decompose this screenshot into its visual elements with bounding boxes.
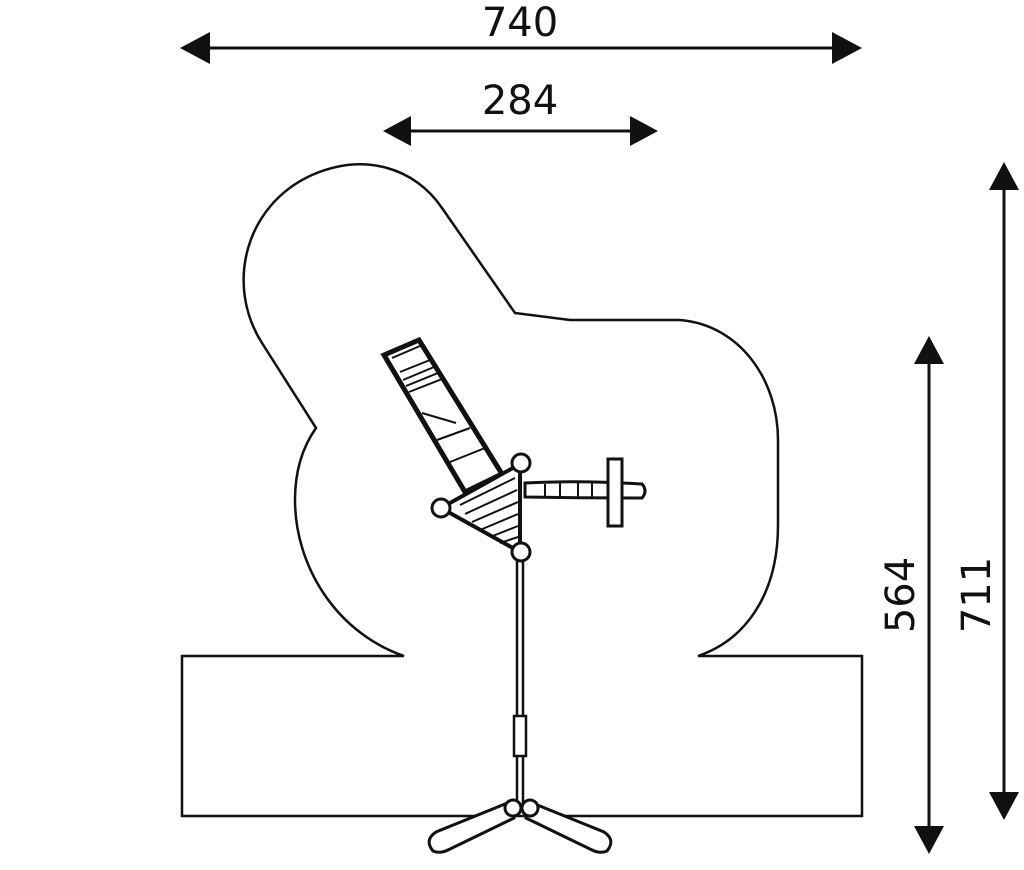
dimension-overall-depth: 711 — [954, 162, 1019, 820]
dimension-inner-depth: 564 — [878, 336, 944, 854]
dimension-label: 564 — [878, 557, 924, 633]
dimension-label: 284 — [482, 78, 558, 124]
platform — [436, 460, 522, 556]
beam — [523, 457, 647, 528]
slide — [380, 336, 506, 496]
dimension-inner-width: 284 — [383, 78, 658, 146]
pole — [512, 555, 528, 805]
dimension-label: 711 — [954, 557, 1000, 633]
support-legs — [427, 798, 613, 854]
dimension-label: 740 — [482, 0, 558, 46]
posts — [430, 452, 532, 563]
dimension-overall-width: 740 — [180, 0, 862, 64]
safety-zone-outline — [180, 163, 864, 818]
